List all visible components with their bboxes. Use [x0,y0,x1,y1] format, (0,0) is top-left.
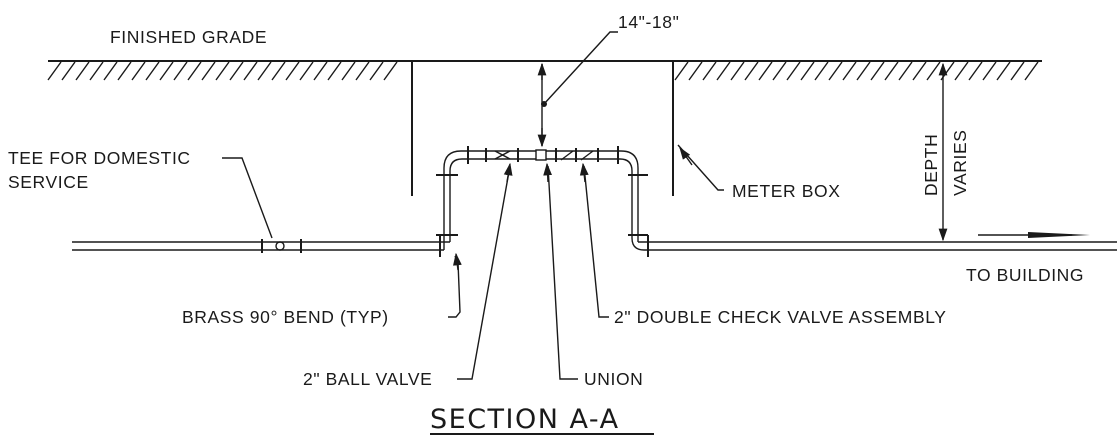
hatch-mark [201,61,216,81]
hatch-mark [912,61,927,81]
hatch-mark [61,61,76,81]
hatch-mark [688,61,703,81]
hatch-mark [1024,61,1039,81]
hatch-mark [215,61,230,81]
hatch-mark [257,61,272,81]
hatch-mark [341,61,356,81]
hatch-mark [870,61,885,81]
hatch-mark [313,61,328,81]
hatch-mark [47,61,62,81]
hatch-mark [159,61,174,81]
hatch-mark [145,61,160,81]
hatch-mark [229,61,244,81]
hatch-mark [856,61,871,81]
hatch-mark [814,61,829,81]
hatch-mark [173,61,188,81]
hatch-mark [327,61,342,81]
hatch-mark [89,61,104,81]
hatch-mark [103,61,118,81]
section-title: SECTION A-A [430,404,620,435]
hatch-mark [355,61,370,81]
hatch-mark [285,61,300,81]
hatch-mark [243,61,258,81]
hatch-mark [786,61,801,81]
double-check-valve-symbol [555,148,599,162]
hatch-mark [884,61,899,81]
flow-arrow [978,232,1090,238]
hatch-mark [117,61,132,81]
ball-valve-symbol [485,148,519,162]
hatch-mark [369,61,384,81]
hatch-mark [75,61,90,81]
leader-arrowheads [453,146,693,271]
tee-label-line1: TEE FOR DOMESTIC [8,148,191,168]
hatch-mark [968,61,983,81]
hatch-mark [772,61,787,81]
hatch-mark [716,61,731,81]
pipe-fittings [436,146,649,257]
union-label: UNION [584,369,643,389]
finished-grade-label: FINISHED GRADE [110,27,267,47]
hatch-mark [730,61,745,81]
hatch-mark [299,61,314,81]
meter-box-label: METER BOX [732,181,840,201]
brass-bend-label: BRASS 90° BEND (TYP) [182,307,389,327]
varies-label: VARIES [950,130,970,197]
hatch-mark [383,61,398,81]
hatch-mark [996,61,1011,81]
hatch-mark [702,61,717,81]
to-building-label: TO BUILDING [966,265,1084,285]
double-check-label: 2" DOUBLE CHECK VALVE ASSEMBLY [614,307,947,327]
hatch-mark [926,61,941,81]
domestic-tee [261,239,302,253]
finished-grade-line [47,60,1042,81]
tee-label-line2: SERVICE [8,172,89,192]
hatch-mark [954,61,969,81]
hatch-mark [800,61,815,81]
hatch-mark [131,61,146,81]
hatch-mark [898,61,913,81]
leader-lines [222,144,724,380]
depth-label: DEPTH [921,134,941,196]
hatch-mark [982,61,997,81]
clearance-dimension [537,31,618,148]
hatch-mark [842,61,857,81]
hatch-mark [187,61,202,81]
hatch-mark [271,61,286,81]
ground-hatch-left [47,61,398,81]
ground-hatch-right [674,61,1039,81]
hatch-mark [674,61,689,81]
union-symbol [535,149,547,161]
hatch-mark [828,61,843,81]
ball-valve-label: 2" BALL VALVE [303,369,432,389]
meter-box-walls [411,62,674,196]
clearance-label: 14"-18" [618,12,679,32]
service-pipe [72,150,1117,251]
hatch-mark [744,61,759,81]
hatch-mark [1010,61,1025,81]
hatch-mark [758,61,773,81]
